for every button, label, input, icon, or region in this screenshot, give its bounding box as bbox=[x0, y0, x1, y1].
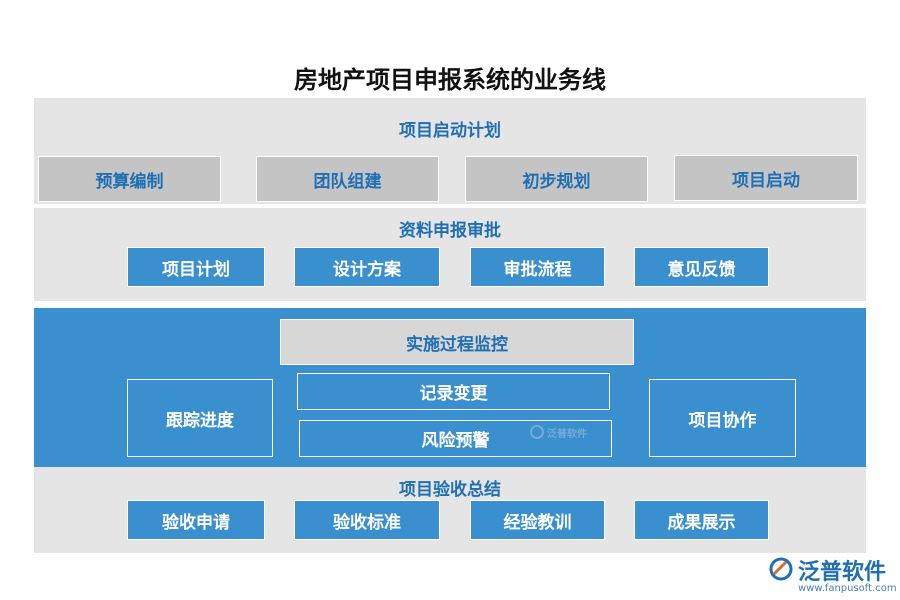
acceptance-item-standard: 验收标准 bbox=[294, 500, 440, 540]
center-watermark: 泛普软件 bbox=[530, 424, 610, 440]
page-title: 房地产项目申报系统的业务线 bbox=[294, 66, 606, 94]
watermark-icon bbox=[530, 425, 544, 439]
section-start-label: 项目启动计划 bbox=[399, 121, 501, 141]
watermark-text: 泛普软件 bbox=[547, 428, 587, 440]
monitor-item-collab: 项目协作 bbox=[649, 379, 796, 457]
monitor-item-progress: 跟踪进度 bbox=[127, 379, 273, 457]
start-item-budget: 预算编制 bbox=[38, 156, 221, 202]
approval-item-plan: 项目计划 bbox=[127, 247, 265, 287]
brand-logo: 泛普软件 www.fanpusoft.com bbox=[768, 554, 897, 598]
brand-logo-icon bbox=[769, 557, 793, 581]
approval-item-flow: 审批流程 bbox=[470, 247, 605, 287]
acceptance-item-showcase: 成果展示 bbox=[634, 500, 769, 540]
start-item-plan: 初步规划 bbox=[465, 156, 648, 202]
acceptance-item-apply: 验收申请 bbox=[127, 500, 265, 540]
acceptance-item-lessons: 经验教训 bbox=[470, 500, 605, 540]
section-approval-label: 资料申报审批 bbox=[399, 221, 501, 241]
start-item-launch: 项目启动 bbox=[674, 155, 858, 201]
brand-logo-url: www.fanpusoft.com bbox=[798, 583, 897, 594]
monitor-item-change: 记录变更 bbox=[297, 373, 610, 410]
approval-item-design: 设计方案 bbox=[294, 247, 440, 287]
section-acceptance-label: 项目验收总结 bbox=[399, 480, 501, 500]
brand-logo-text: 泛普软件 bbox=[798, 560, 887, 585]
monitor-item-risk: 风险预警 bbox=[299, 420, 612, 457]
start-item-team: 团队组建 bbox=[256, 156, 439, 202]
approval-item-feedback: 意见反馈 bbox=[634, 247, 769, 287]
section-monitor-label: 实施过程监控 bbox=[280, 319, 634, 365]
